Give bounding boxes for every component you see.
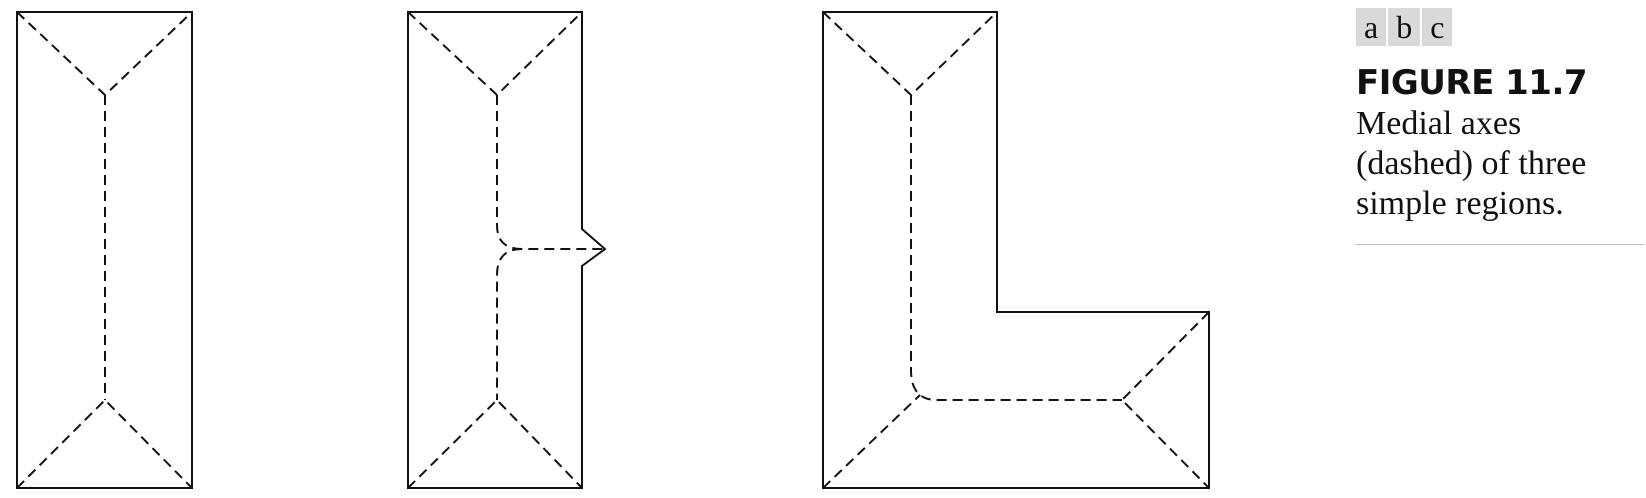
panel-label-a: a	[1356, 8, 1387, 46]
region-a-outline	[16, 11, 193, 489]
panel-label-b: b	[1388, 8, 1421, 46]
figure-caption: Medial axes (dashed) of three simple reg…	[1356, 105, 1587, 222]
region-a	[16, 11, 193, 489]
region-b	[407, 11, 607, 489]
panel-labels: a b c	[1356, 8, 1644, 46]
region-c-medial-axis	[822, 11, 1210, 489]
region-c-outline	[822, 11, 1210, 489]
region-b-outline	[407, 11, 607, 489]
figure-art	[16, 11, 1210, 489]
caption-block: a b c FIGURE 11.7 Medial axes (dashed) o…	[1356, 8, 1644, 224]
figure-number: FIGURE 11.7	[1356, 63, 1588, 103]
region-b-medial-axis	[407, 11, 605, 489]
region-a-medial-axis	[16, 11, 193, 489]
region-c	[822, 11, 1210, 489]
caption-divider	[1356, 244, 1644, 245]
panel-label-c: c	[1422, 8, 1453, 46]
